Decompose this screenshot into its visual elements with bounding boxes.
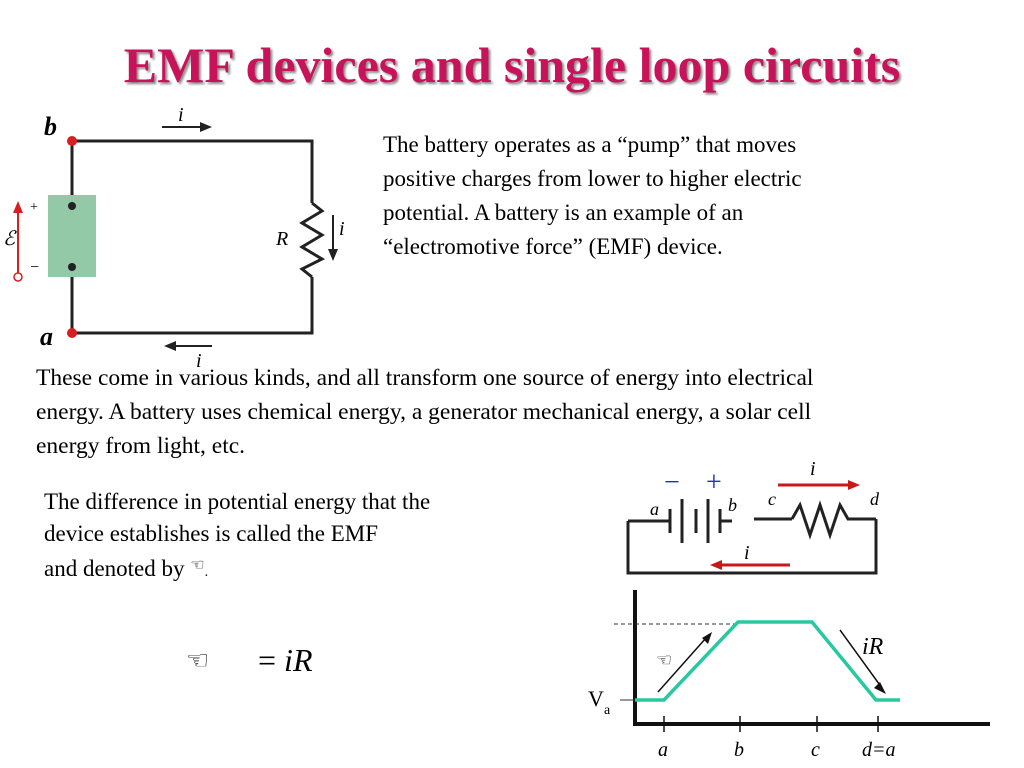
emf-glyph-inline: ☜ xyxy=(190,557,205,574)
kinds-line-2: energy. A battery uses chemical energy, … xyxy=(36,399,812,425)
xtick-label-b: b xyxy=(734,739,744,761)
difference-line-2: device establishes is called the EMF xyxy=(44,521,379,546)
intro-line-1: The battery operates as a “pump” that mo… xyxy=(383,132,797,157)
bottom-current-arrowhead xyxy=(710,560,722,570)
linear-circuit-diagram: − + i a b c d i xyxy=(626,458,880,575)
va-label-sub: a xyxy=(604,703,611,718)
right-current-label: i xyxy=(339,218,345,240)
emf-rise-arrowhead xyxy=(702,632,712,644)
difference-line-1: The difference in potential energy that … xyxy=(44,489,431,514)
resistor-zigzag xyxy=(790,500,876,540)
battery-minus-terminal xyxy=(68,263,76,271)
kinds-line-1: These come in various kinds, and all tra… xyxy=(36,365,814,391)
top-wire xyxy=(72,139,314,203)
point-b-label: b xyxy=(728,495,737,515)
point-a-label: a xyxy=(650,499,659,519)
intro-line-2: positive charges from lower to higher el… xyxy=(383,166,802,191)
bottom-wire xyxy=(72,277,314,335)
node-a-label: a xyxy=(40,322,53,351)
emf-symbol: ℰ xyxy=(3,228,17,250)
ir-drop-label: iR xyxy=(862,634,884,660)
bottom-current-label: i xyxy=(744,542,750,564)
va-label-main: V xyxy=(588,686,604,711)
potential-curve xyxy=(635,620,900,702)
top-current-arrowhead xyxy=(200,122,212,132)
polarity-minus: − xyxy=(664,467,680,498)
emf-arrow-head xyxy=(13,201,23,213)
difference-line-3: and denoted by ☜. xyxy=(44,550,564,589)
difference-line-3-text: and denoted by xyxy=(44,556,191,581)
top-current-label: i xyxy=(810,458,816,480)
top-current-arrowhead xyxy=(848,480,860,490)
loop-wire xyxy=(626,519,878,575)
xtick-label-c: c xyxy=(811,739,820,761)
resistor-label: R xyxy=(275,228,288,250)
formula-rhs: = iR xyxy=(258,642,312,679)
kinds-line-3: energy from light, etc. xyxy=(36,433,246,459)
top-current-label: i xyxy=(178,105,184,126)
battery-resistor-circuit: b a ℰ + − i i i R xyxy=(3,105,345,372)
battery-plus-terminal xyxy=(68,202,76,210)
formula-equals: = xyxy=(258,642,285,678)
graph-emf-glyph: ☜ xyxy=(656,650,672,670)
ir-drop-arrowhead xyxy=(874,682,886,694)
emf-minus: − xyxy=(30,259,39,276)
formula-ir: iR xyxy=(284,642,313,678)
right-current-arrowhead xyxy=(328,249,338,261)
bottom-current-arrowhead xyxy=(164,341,176,351)
formula-emf-glyph: ☜ xyxy=(186,646,210,675)
point-c-label: c xyxy=(768,489,776,509)
xtick-label-a: a xyxy=(658,739,668,761)
bottom-current-label: i xyxy=(196,350,202,372)
resistor-zigzag xyxy=(299,201,326,279)
ir-drop-arrow xyxy=(839,629,883,689)
difference-paragraph: The difference in potential energy that … xyxy=(44,486,564,589)
node-b-label: b xyxy=(44,112,57,141)
node-a-dot xyxy=(67,328,77,338)
node-b-dot xyxy=(67,136,77,146)
difference-period: . xyxy=(204,565,209,580)
potential-graph: ☜ iR V a a b c d=a xyxy=(588,590,990,761)
intro-line-3: potential. A battery is an example of an xyxy=(383,200,744,225)
intro-line-4: “electromotive force” (EMF) device. xyxy=(383,234,723,259)
polarity-plus: + xyxy=(706,467,722,498)
emf-arrow-tail xyxy=(13,272,23,282)
intro-paragraph: The battery operates as a “pump” that mo… xyxy=(383,128,943,264)
emf-rise-arrow xyxy=(657,637,707,693)
slide-title: EMF devices and single loop circuits xyxy=(123,37,901,93)
kinds-paragraph: These come in various kinds, and all tra… xyxy=(36,361,996,463)
point-d-label: d xyxy=(870,489,880,509)
xtick-label-d: d=a xyxy=(862,739,896,761)
emf-plus: + xyxy=(30,200,38,215)
